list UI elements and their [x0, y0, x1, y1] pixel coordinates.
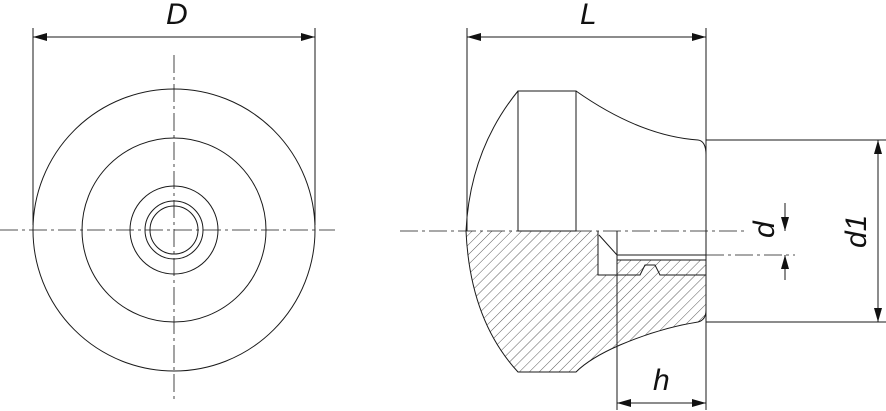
insert-profile [597, 231, 706, 276]
thread-hatch [617, 260, 706, 275]
diameter-label: D [166, 0, 188, 31]
bore-label: d [748, 220, 781, 238]
section-hatch [466, 231, 706, 372]
insert-gap [599, 232, 616, 274]
shank-diameter-label: d1 [840, 215, 873, 248]
knurled-band [517, 90, 577, 232]
front-view: D [0, 0, 335, 400]
height-label: h [653, 364, 670, 397]
length-label: L [580, 0, 597, 31]
side-view: L d d1 h [400, 0, 886, 410]
